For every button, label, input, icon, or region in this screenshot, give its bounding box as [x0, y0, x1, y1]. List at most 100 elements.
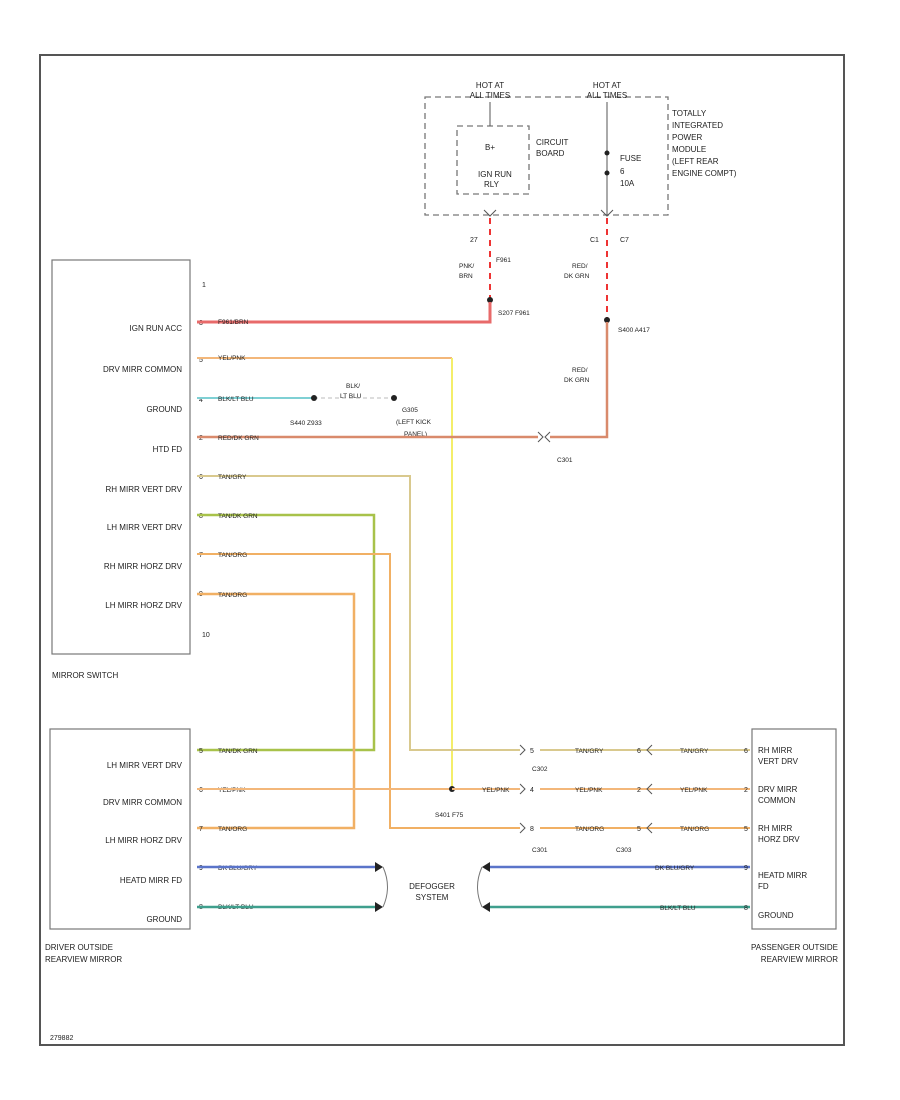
tipm-connector-left — [483, 209, 497, 217]
driver-row-label: LH MIRR HORZ DRV — [105, 836, 182, 845]
fuse-rating: 10A — [620, 179, 635, 188]
pass-row-pin: 9 — [744, 865, 748, 872]
driver-row-pin: 7 — [199, 826, 203, 833]
driver-row-label: LH MIRR VERT DRV — [107, 761, 183, 770]
conn-c302-label: C302 — [532, 766, 548, 773]
driver-row-wire: TAN/ORG — [218, 826, 247, 833]
pass-row-wire: YEL/PNK — [680, 787, 708, 794]
splice-s400-label: S400 A417 — [618, 327, 650, 334]
pass-row-pin: 8 — [744, 905, 748, 912]
board-bplus: B+ — [485, 143, 495, 152]
wire-label: RED/DK GRN — [218, 435, 259, 442]
driver-row-label: HEATD MIRR FD — [120, 876, 182, 885]
tipm-label-line-3: POWER — [672, 133, 702, 142]
defogger-label-2: SYSTEM — [416, 893, 449, 902]
splice-s401-label: S401 F75 — [435, 812, 464, 819]
c301-pin — [519, 783, 526, 795]
mid-wire-label: TAN/GRY — [575, 748, 604, 755]
switch-row-pin: 8 — [199, 513, 203, 520]
ground-g305-label-3: PANEL) — [404, 431, 427, 438]
wire-a417-lower-color-1: RED/ — [572, 367, 588, 374]
splice-s440-label: S440 Z933 — [290, 420, 322, 427]
hot-label-left-1: HOT AT — [476, 81, 504, 90]
wire-label: YEL/PNK — [218, 355, 246, 362]
wire-label: TAN/GRY — [218, 474, 247, 481]
pass-row-label-5: GROUND — [758, 911, 794, 920]
circuit-board-box — [456, 125, 530, 195]
connector-c301-top-b — [544, 431, 551, 443]
wire-a417-lower-color-2: DK GRN — [564, 377, 590, 384]
driver-row-pin: 5 — [199, 748, 203, 755]
mirror-switch-name: MIRROR SWITCH — [52, 671, 118, 680]
driver-row-label: GROUND — [146, 915, 182, 924]
switch-row-label: RH MIRR VERT DRV — [106, 485, 183, 494]
conn-c301-label: C301 — [532, 847, 548, 854]
switch-row-label: LH MIRR HORZ DRV — [105, 601, 182, 610]
wire-ign-run-acc — [197, 302, 492, 324]
mid-pin-a: 5 — [530, 748, 534, 755]
wire-label: TAN/ORG — [218, 552, 247, 559]
tipm-label-line-5: (LEFT REAR — [672, 157, 719, 166]
mid-pin-b: 2 — [637, 787, 641, 794]
connector-c301-top-label: C301 — [557, 457, 573, 464]
arrow-driver-ground — [375, 902, 383, 912]
passenger-mirror-box — [751, 728, 837, 930]
defogger-bracket-left — [382, 866, 388, 908]
driver-mirror-rows: LH MIRR VERT DRV DRV MIRR COMMON LH MIRR… — [103, 748, 258, 924]
c301-pin-b — [519, 822, 526, 834]
circuit-board-label-2: BOARD — [536, 149, 565, 158]
switch-row-pin: 7 — [199, 552, 203, 559]
driver-row-wire: TAN/DK GRN — [218, 748, 258, 755]
wire-lh-mirr-vert — [197, 513, 376, 752]
c302-pin — [519, 744, 526, 756]
splice-s207 — [487, 297, 493, 303]
switch-row-label: DRV MIRR COMMON — [103, 365, 182, 374]
wire-label: TAN/DK GRN — [218, 513, 258, 520]
pass-row-label-4a: HEATD MIRR — [758, 871, 807, 880]
tipm-label-line-1: TOTALLY — [672, 109, 707, 118]
mid-connectors: 5 4 8 C302 C301 C303 — [519, 744, 632, 854]
wire-label: F961/BRN — [218, 319, 249, 326]
wire-f961-code: F961 — [496, 257, 511, 264]
switch-row-label: GROUND — [146, 405, 182, 414]
splice-s440 — [311, 395, 317, 401]
pass-row-wire: TAN/ORG — [680, 826, 709, 833]
mirror-switch-rows: IGN RUN ACC DRV MIRR COMMON GROUND HTD F… — [103, 320, 203, 610]
passenger-mirror-name-2: REARVIEW MIRROR — [761, 955, 838, 964]
fuse-terminal-top — [604, 150, 610, 156]
ground-wire-color-1: BLK/ — [346, 383, 360, 390]
tipm-label: TOTALLY INTEGRATED POWER MODULE (LEFT RE… — [672, 109, 737, 178]
pass-row-wire: TAN/GRY — [680, 748, 709, 755]
arrow-driver-heated — [375, 862, 383, 872]
switch-row-label: LH MIRR VERT DRV — [107, 523, 183, 532]
driver-row-wire: YEL/PNK — [218, 787, 246, 794]
mid-pin-b: 5 — [637, 826, 641, 833]
driver-row-label: DRV MIRR COMMON — [103, 798, 182, 807]
driver-row-pin: 6 — [199, 787, 203, 794]
tipm-box — [424, 96, 669, 216]
mirror-switch-bottom-pin: 10 — [202, 632, 210, 639]
arrow-pass-heated — [482, 862, 490, 872]
s401-wire-label: YEL/PNK — [482, 787, 510, 794]
tipm-label-line-4: MODULE — [672, 145, 706, 154]
hot-label-left-2: ALL TIMES — [470, 91, 510, 100]
conn-c303-label: C303 — [616, 847, 632, 854]
c303-pin-b — [646, 783, 653, 795]
wire-label: TAN/ORG — [218, 592, 247, 599]
fuse-terminal-bottom — [604, 170, 610, 176]
board-ign-1: IGN RUN — [478, 170, 512, 179]
wire-label: BLK/LT BLU — [218, 396, 254, 403]
passenger-mirror-name-1: PASSENGER OUTSIDE — [751, 943, 838, 952]
circuit-board-label-1: CIRCUIT — [536, 138, 569, 147]
figure-id: 279882 — [50, 1035, 73, 1042]
tipm-pin-right-b: C7 — [620, 237, 629, 244]
tipm-label-line-6: ENGINE COMPT) — [672, 169, 737, 178]
switch-row-pin: 6 — [199, 474, 203, 481]
wire-lh-mirr-horz — [197, 592, 356, 830]
mirror-switch-box — [51, 259, 191, 655]
pass-row-label-2a: DRV MIRR — [758, 785, 798, 794]
connector-c301-top — [537, 431, 544, 443]
splice-s400 — [604, 317, 610, 323]
wire-a417-color-1: RED/ — [572, 263, 588, 270]
wire-a417-color-2: DK GRN — [564, 273, 590, 280]
